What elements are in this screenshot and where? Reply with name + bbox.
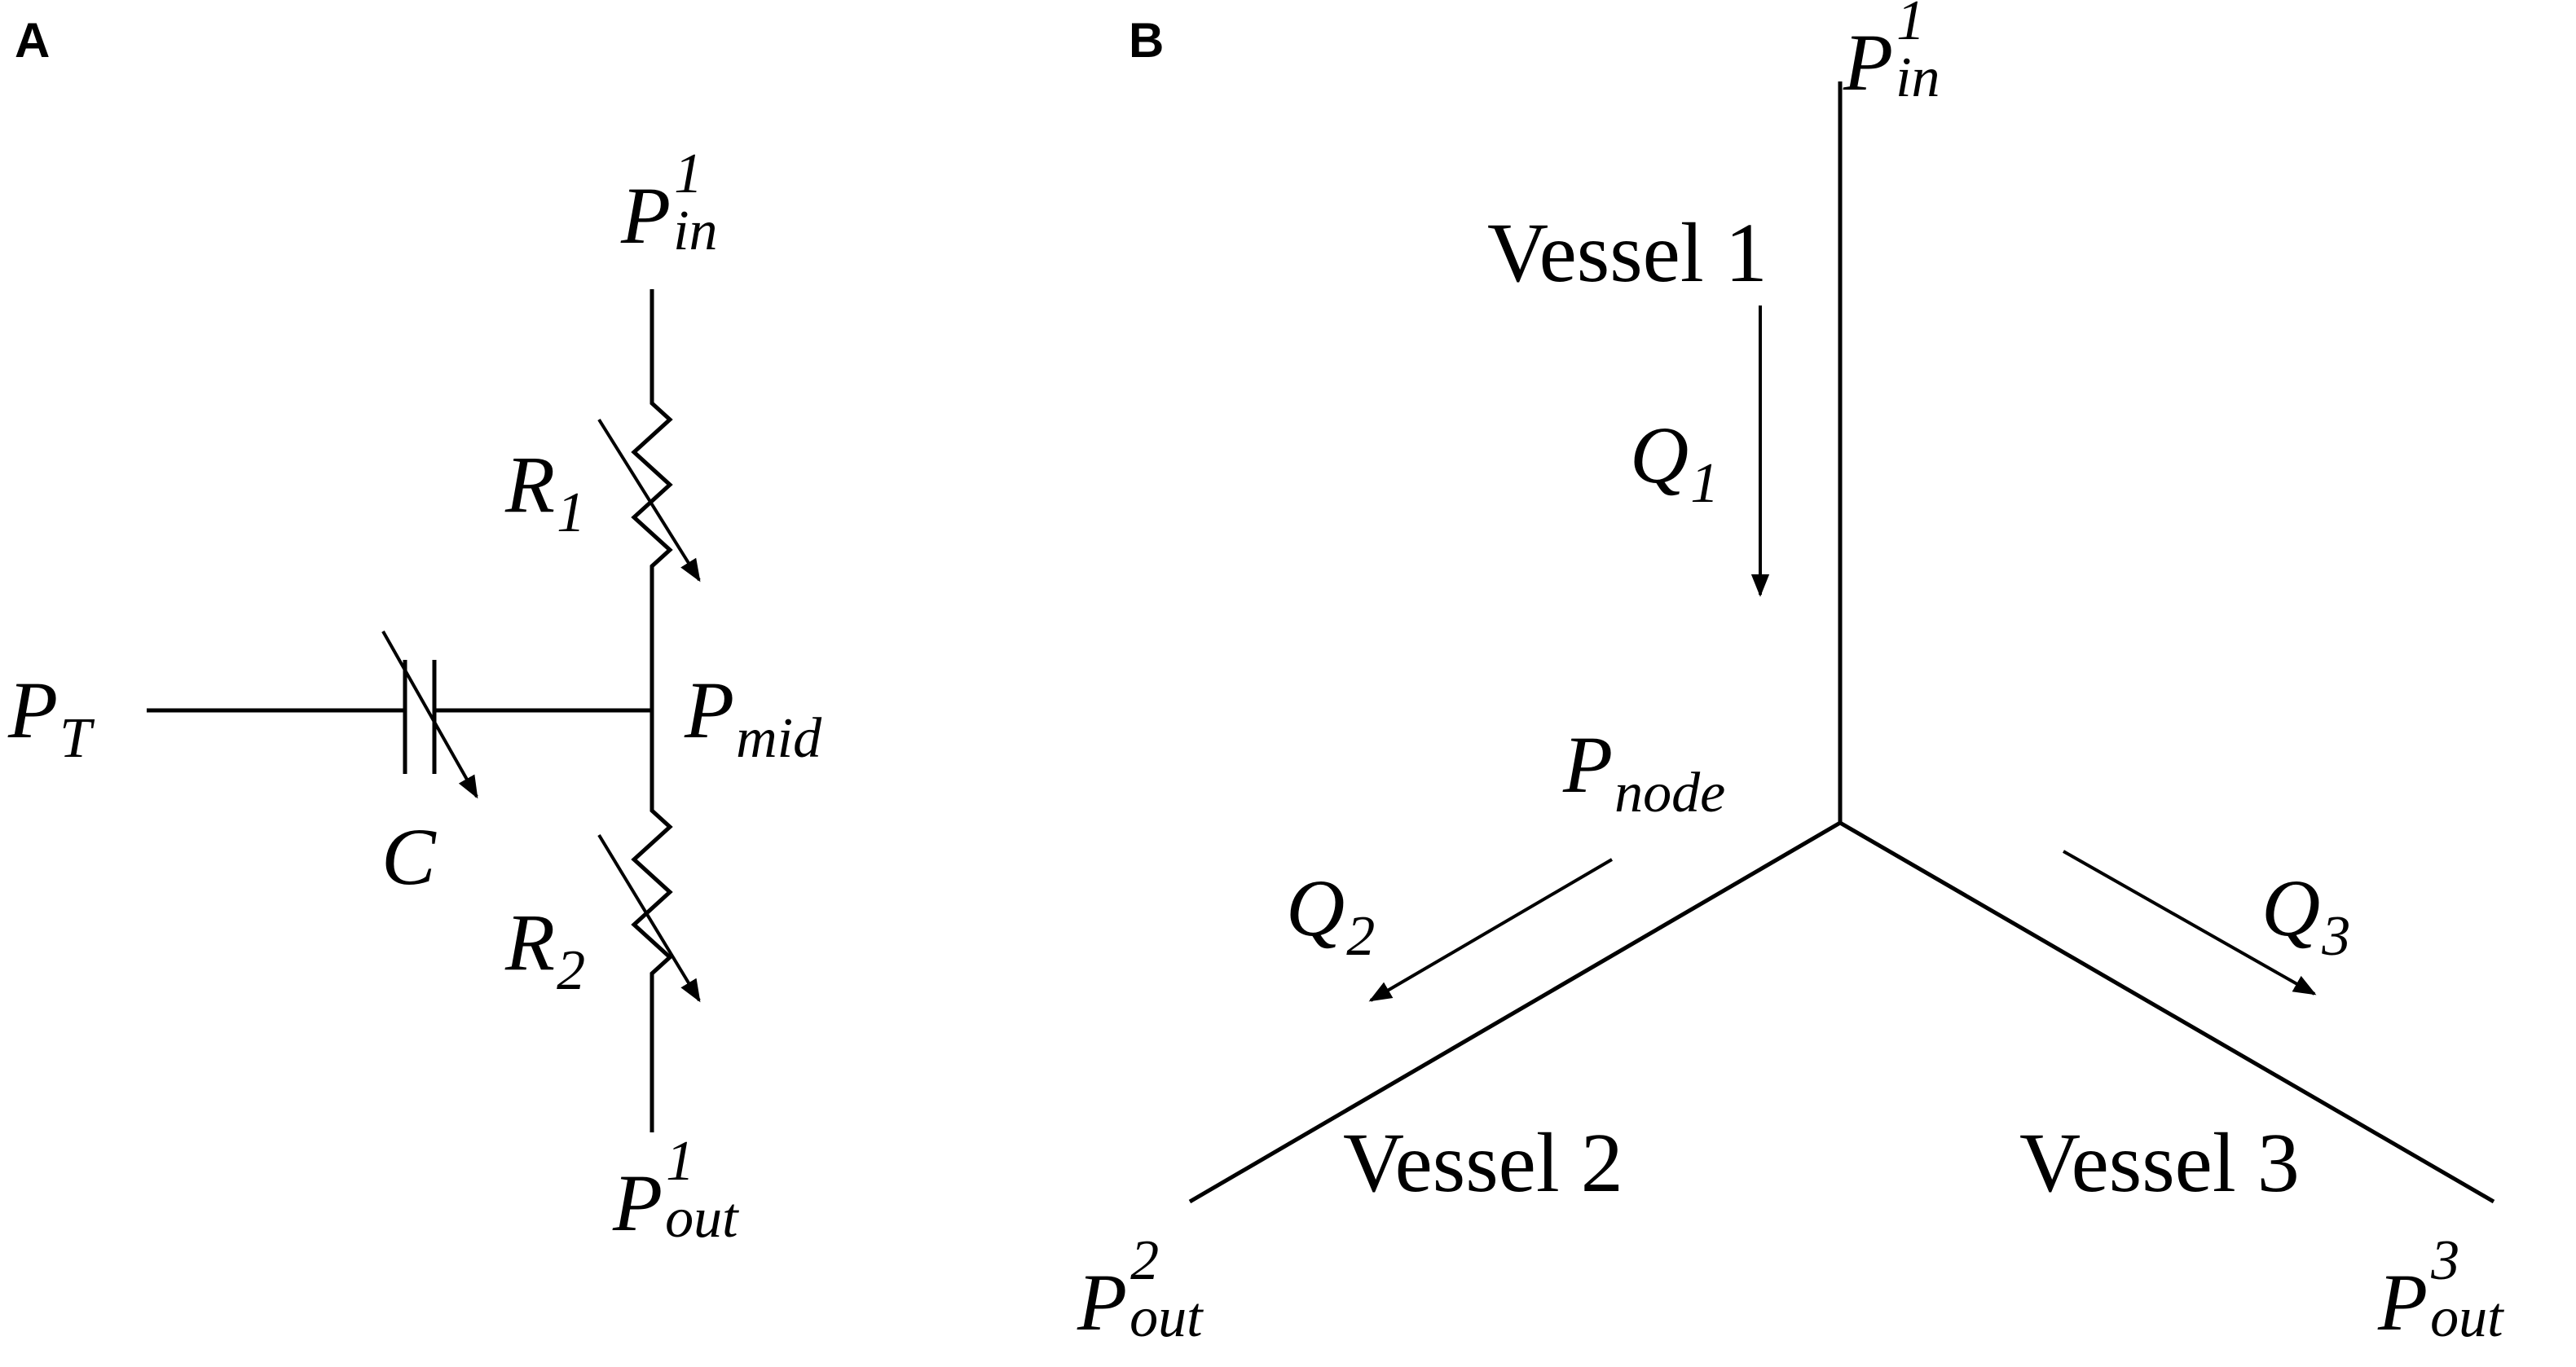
r1-variable-arrow bbox=[597, 418, 701, 582]
panel-a-letter: A bbox=[15, 13, 50, 68]
panel-b-letter: B bbox=[1129, 13, 1164, 68]
vessel-3-label: Vessel 3 bbox=[2019, 1116, 2300, 1210]
r2-label: R2 bbox=[504, 897, 585, 1002]
r1-label: R1 bbox=[504, 439, 585, 544]
vessel-3-line bbox=[1838, 820, 2495, 1204]
p-node-label: Pnode bbox=[1562, 719, 1725, 824]
q3-flow-arrow bbox=[2063, 850, 2317, 996]
p-t-label: PT bbox=[7, 665, 95, 770]
p-mid-label: Pmid bbox=[684, 665, 822, 770]
main-vertical-wire-with-resistors bbox=[631, 289, 673, 1132]
vessel-2-line bbox=[1188, 820, 1842, 1204]
capacitor-label: C bbox=[381, 811, 437, 902]
vessel-2-label: Vessel 2 bbox=[1343, 1116, 1623, 1210]
q1-label: Q1 bbox=[1630, 410, 1719, 515]
r2-variable-arrow bbox=[597, 833, 701, 1003]
q3-label: Q3 bbox=[2261, 863, 2350, 968]
q2-label: Q2 bbox=[1286, 863, 1375, 968]
vessel-1-label: Vessel 1 bbox=[1487, 206, 1768, 300]
capacitor-variable-arrow bbox=[381, 631, 478, 799]
q2-flow-arrow bbox=[1368, 858, 1614, 1002]
